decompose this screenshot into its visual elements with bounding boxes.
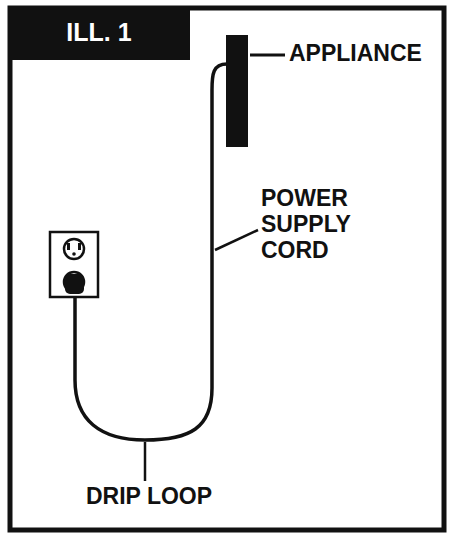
outlet-plate <box>50 232 98 297</box>
plug <box>64 272 84 294</box>
part-label: DRIP LOOP <box>86 484 256 510</box>
part-label: POWER SUPPLY CORD <box>261 186 365 263</box>
part-label: APPLIANCE <box>289 41 439 67</box>
frame <box>10 8 444 530</box>
title-tab <box>8 6 190 60</box>
leader-line <box>215 230 258 250</box>
appliance-body <box>226 35 248 147</box>
receptacle <box>64 239 84 259</box>
leader-line <box>144 442 147 481</box>
figure-title: ILL. 1 <box>8 18 190 46</box>
leader-line <box>250 54 285 57</box>
